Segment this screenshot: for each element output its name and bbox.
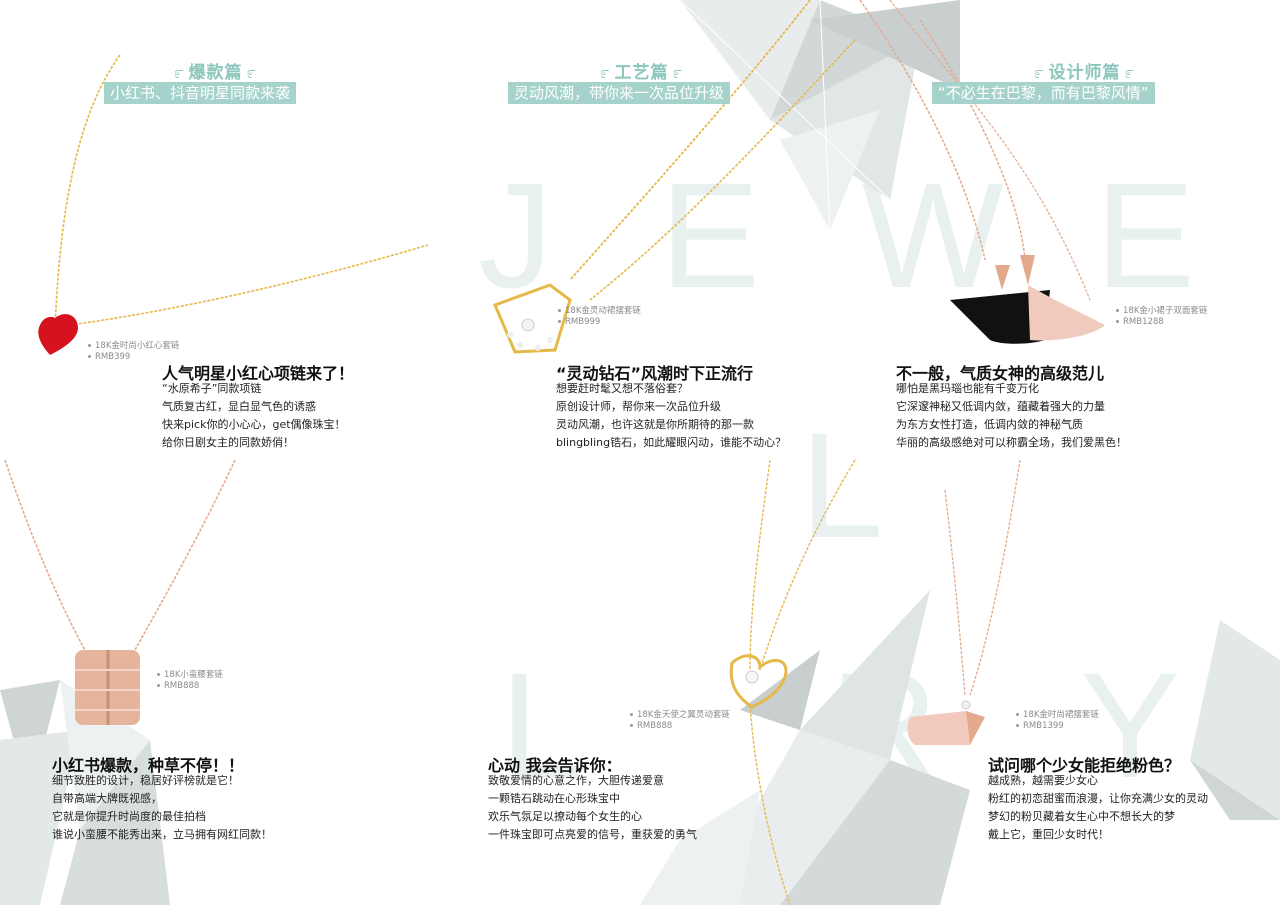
barrel-pendant-necklace-image bbox=[4, 459, 236, 725]
skirt-pendant-necklace-image bbox=[493, 0, 856, 354]
product-headline: 人气明星小红心项链来了！ bbox=[162, 364, 355, 383]
product-description: 细节致胜的设计，稳居好评榜就是它！自带高端大牌既视感， 它就是你提升时尚度的最佳… bbox=[52, 774, 272, 841]
product-description: 越成熟，越需要少女心粉红的初恋甜蜜而浪漫，让你充满少女的灵动 梦幻的粉贝藏着女生… bbox=[988, 774, 1208, 841]
bg-letter-l1: L bbox=[800, 401, 884, 569]
product-tag: 18K金小裙子双面套链 RMB1288 bbox=[1116, 306, 1207, 328]
bg-letter-y: Y bbox=[1080, 641, 1181, 809]
product-headline: 不一般，气质女神的高级范儿 bbox=[896, 364, 1105, 383]
product-headline: 心动 我会告诉你： bbox=[488, 756, 622, 775]
product-tag: 18K金时尚裙摆套链 RMB1399 bbox=[1016, 710, 1099, 732]
product-description: “水原希子”同款项链气质复古红，显白显气色的诱惑 快来pick你的小心心，get… bbox=[162, 382, 346, 449]
swirl-right-icon: ೯ bbox=[246, 63, 258, 83]
leaf-decoration-bottom-center bbox=[640, 590, 970, 905]
section-banner-craft: 灵动风潮，带你来一次品位升级 bbox=[508, 82, 731, 104]
fan-pendant-necklace-image bbox=[859, 0, 1105, 344]
swirl-right-icon: ೯ bbox=[1124, 63, 1136, 83]
leaf-decoration-bottom-right bbox=[1190, 620, 1280, 820]
bg-letter-e1: E bbox=[660, 151, 761, 319]
product-headline: “灵动钻石”风潮时下正流行 bbox=[556, 364, 754, 383]
bg-letter-j: J bbox=[478, 151, 553, 319]
product-description: 致敬爱情的心意之作，大胆传递爱意一颗锆石跳动在心形珠宝中 欢乐气氛足以撩动每个女… bbox=[488, 774, 697, 841]
product-description: 哪怕是黑玛瑙也能有千变万化它深邃神秘又低调内敛，蕴藏着强大的力量 为东方女性打造… bbox=[896, 382, 1127, 449]
swirl-left-icon: ೯ bbox=[600, 63, 611, 83]
product-tag: 18K金灵动裙摆套链 RMB999 bbox=[558, 306, 641, 328]
bg-letter-e2: E bbox=[1095, 151, 1196, 319]
section-banner-designer: “不必生在巴黎，而有巴黎风情” bbox=[932, 82, 1155, 104]
heart-necklace-image bbox=[38, 54, 429, 355]
product-headline: 试问哪个少女能拒绝粉色？ bbox=[988, 756, 1181, 775]
swirl-left-icon: ೯ bbox=[1034, 63, 1045, 83]
swirl-right-icon: ೯ bbox=[672, 63, 684, 83]
product-headline: 小红书爆款，种草不停！！ bbox=[52, 756, 245, 775]
swirl-left-icon: ೯ bbox=[174, 63, 185, 83]
product-description: 想要赶时髦又想不落俗套？原创设计师，帮你来一次品位升级 灵动风潮，也许这就是你所… bbox=[556, 382, 787, 449]
bg-letter-l2: L bbox=[500, 641, 584, 809]
angel-wing-necklace-image bbox=[729, 459, 856, 905]
section-banner-hot: 小红书、抖音明星同款来袭 bbox=[104, 82, 297, 104]
product-tag: 18K金天使之翼灵动套链 RMB888 bbox=[630, 710, 730, 732]
pink-fan-necklace-image bbox=[907, 459, 1021, 745]
product-tag: 18K金时尚小红心套链 RMB399 bbox=[88, 341, 179, 363]
product-tag: 18K小蛮腰套链 RMB888 bbox=[157, 670, 223, 692]
